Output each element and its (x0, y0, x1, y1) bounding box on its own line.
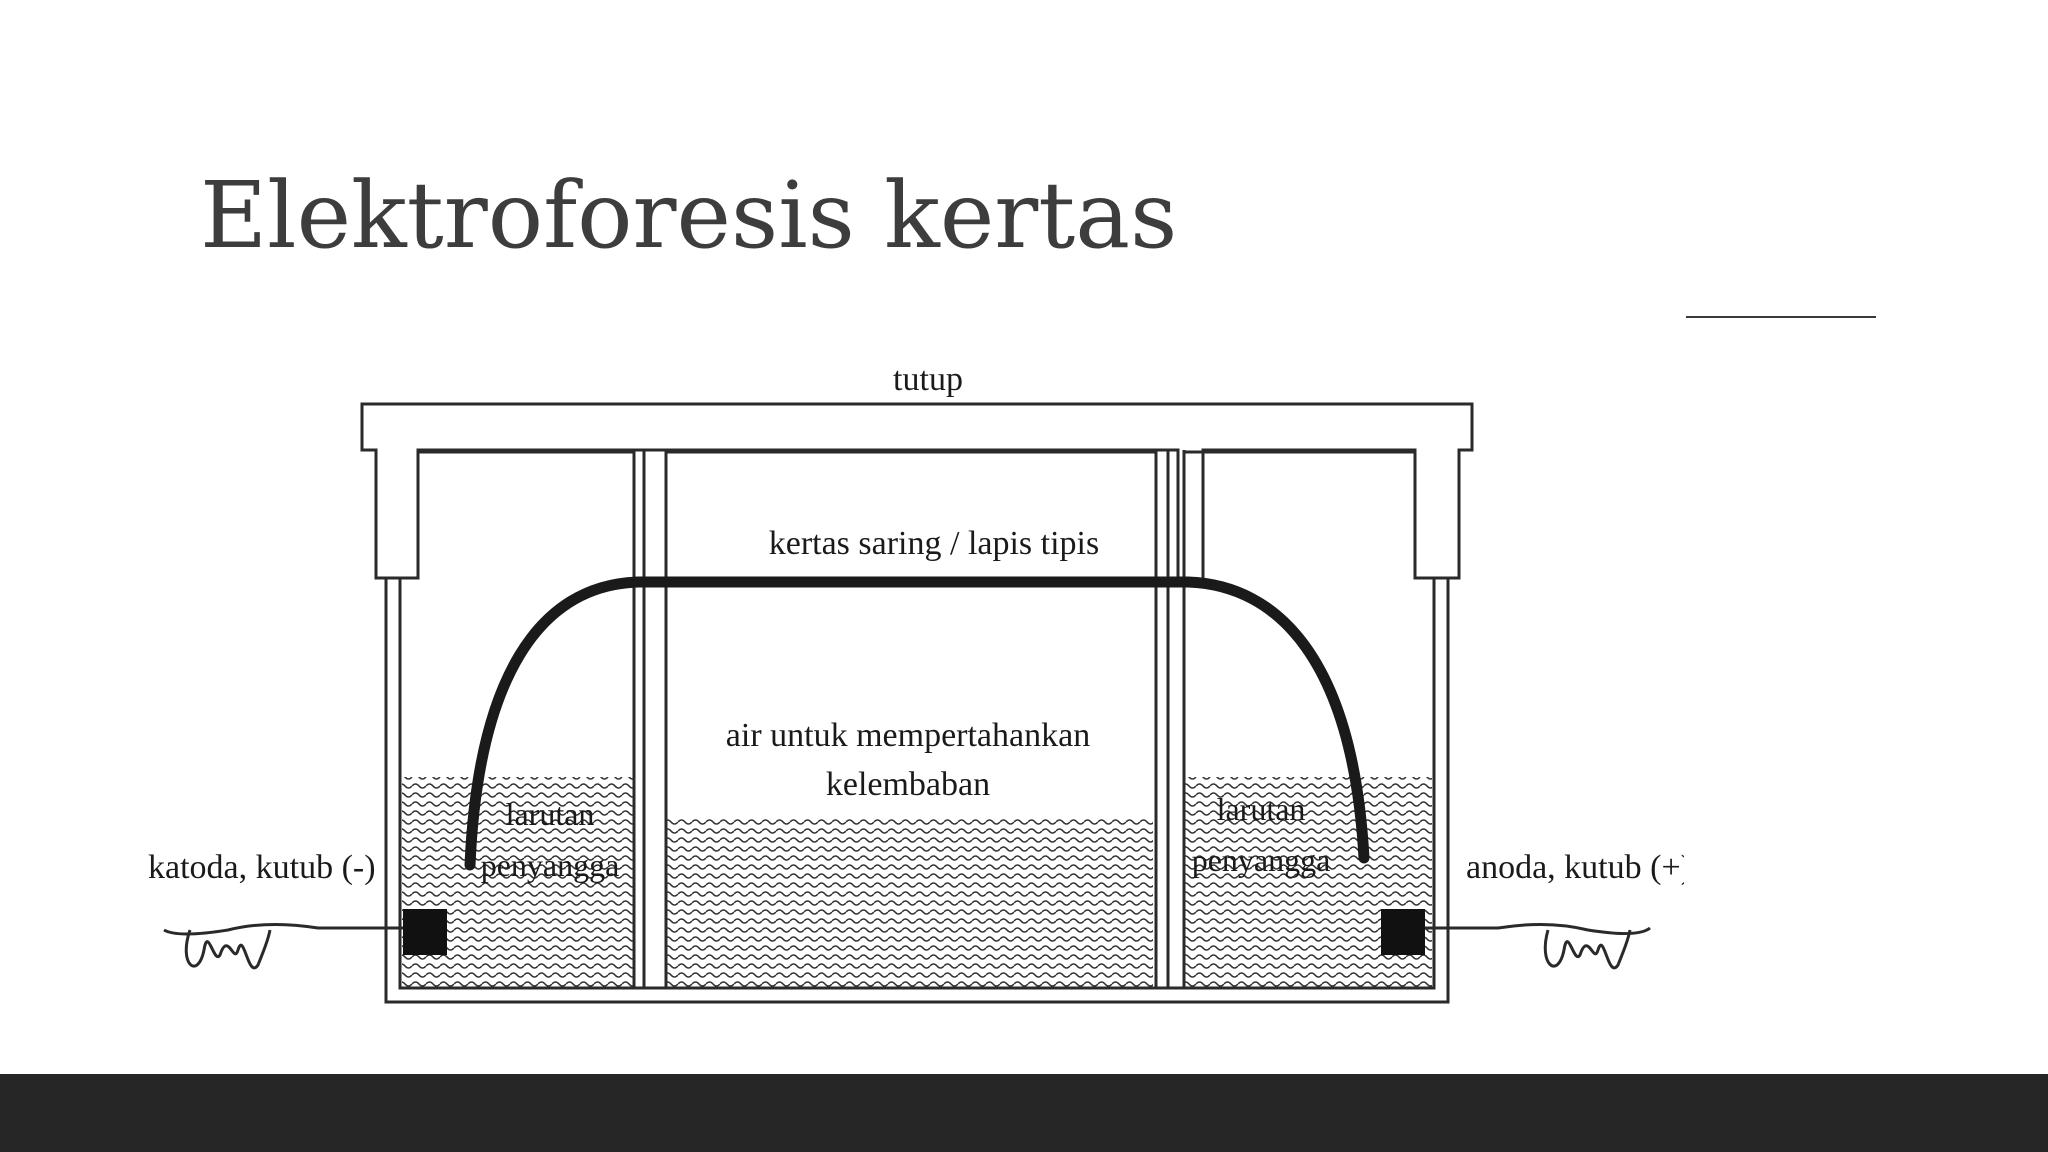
buffer-left-label-line2: penyangga (481, 847, 620, 883)
paper-label: kertas saring / lapis tipis (769, 525, 1100, 562)
water-label-line1: air untuk mempertahankan (726, 717, 1090, 754)
anode-wire (1425, 922, 1651, 970)
cathode-wire (163, 922, 403, 970)
buffer-right-label-line2: penyangga (1192, 842, 1331, 878)
anode-label: anoda, kutub (+) (1466, 849, 1684, 886)
filter-paper-strip (464, 576, 1370, 871)
buffer-right-label-line1: larutan (1217, 791, 1306, 827)
water-liquid (667, 818, 1153, 987)
buffer-left-label-line1: larutan (506, 796, 595, 832)
lid-label: tutup (893, 361, 963, 398)
title-underline (1686, 316, 1876, 318)
anode-electrode (1381, 909, 1425, 955)
footer-bar (0, 1074, 2048, 1152)
diagram-svg: tutup kertas saring / lapis tipis air un… (148, 361, 1684, 1004)
cathode-electrode (403, 909, 447, 955)
tank (384, 578, 1450, 1004)
water-label-line2: kelembaban (826, 766, 990, 803)
cathode-label: katoda, kutub (-) (148, 849, 376, 886)
partitions (418, 450, 1415, 988)
slide-title: Elektroforesis kertas (200, 162, 1178, 269)
electrophoresis-diagram: tutup kertas saring / lapis tipis air un… (118, 340, 1684, 1082)
